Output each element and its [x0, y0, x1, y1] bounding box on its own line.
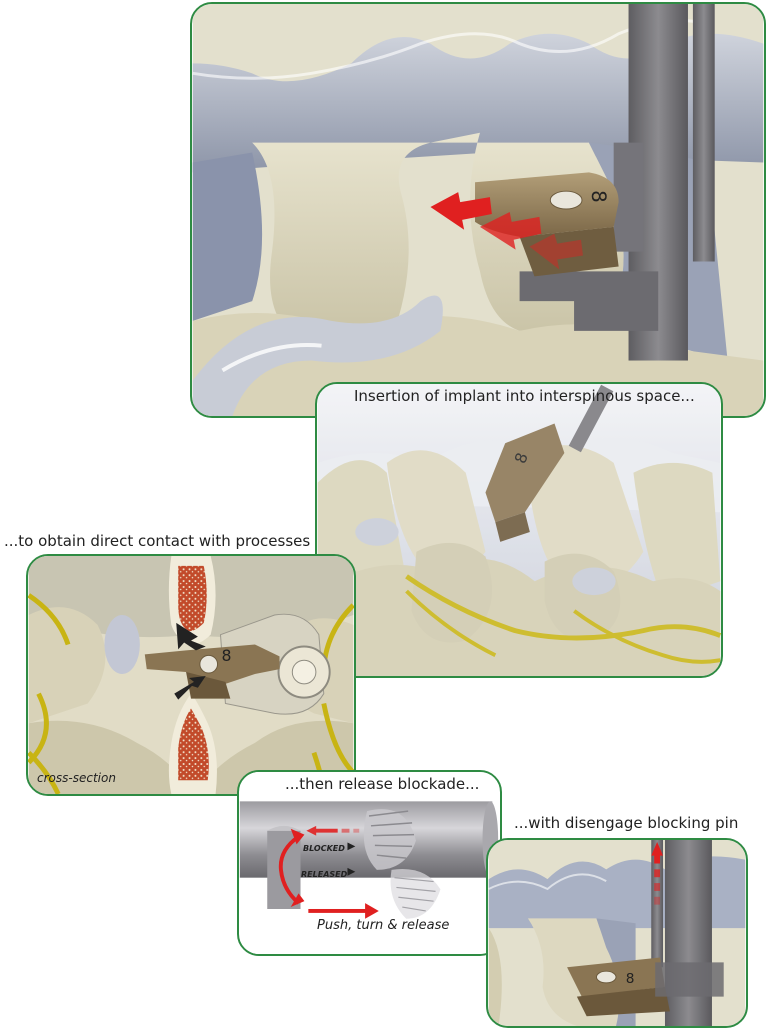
insertion-overview-illustration: 8	[317, 384, 721, 676]
blocked-label: BLOCKED	[303, 844, 345, 853]
pin-up-arrow	[651, 841, 664, 864]
implant-marking: 8	[626, 971, 635, 987]
panel-insertion-overview: 8	[315, 382, 723, 678]
deep-ligament	[192, 152, 263, 321]
released-label: RELEASED	[301, 870, 348, 879]
blocking-pin	[651, 840, 664, 968]
implant-marking: 8	[221, 646, 231, 665]
caption-release: ...then release blockade...	[285, 775, 480, 793]
nerve-left	[28, 593, 71, 794]
instrument-jaw	[519, 271, 659, 331]
panel-insertion-detail: 8	[190, 2, 766, 418]
cross-section-illustration: 8	[28, 556, 354, 794]
caption-disengage: ...with disengage blocking pin	[514, 814, 739, 832]
vertebra-middle	[524, 445, 644, 587]
caption-insertion: Insertion of implant into interspinous s…	[354, 387, 695, 405]
panel-cross-section: 8 cross-section	[26, 554, 356, 796]
release-blockade-illustration	[239, 772, 500, 954]
supraspinous-ligament	[192, 33, 764, 173]
facet-joint	[192, 295, 443, 416]
implant	[485, 423, 565, 523]
insertion-instrument	[568, 384, 614, 453]
instrument-pin	[692, 4, 715, 262]
insertion-detail-illustration: 8	[192, 4, 764, 416]
panel-disengage-pin: 8	[486, 838, 748, 1028]
disengage-pin-illustration: 8	[488, 840, 746, 1026]
nerve-root	[405, 574, 721, 641]
implant-marking: 8	[587, 190, 610, 203]
instrument-shaft	[664, 840, 712, 1026]
panel-release-blockade: BLOCKED RELEASED Push, turn & release	[237, 770, 502, 956]
turn-arrow	[278, 834, 300, 905]
vertebra-right	[633, 462, 721, 602]
push-arrow	[308, 908, 368, 913]
caption-contact: ...to obtain direct contact with process…	[4, 532, 311, 550]
blocking-handle	[267, 830, 301, 909]
contact-arrow-upper	[176, 622, 206, 651]
push-turn-release-label: Push, turn & release	[317, 918, 450, 933]
cross-section-label: cross-section	[37, 771, 116, 785]
insertion-arrow	[430, 192, 492, 230]
release-arrow-dashed	[306, 825, 338, 836]
